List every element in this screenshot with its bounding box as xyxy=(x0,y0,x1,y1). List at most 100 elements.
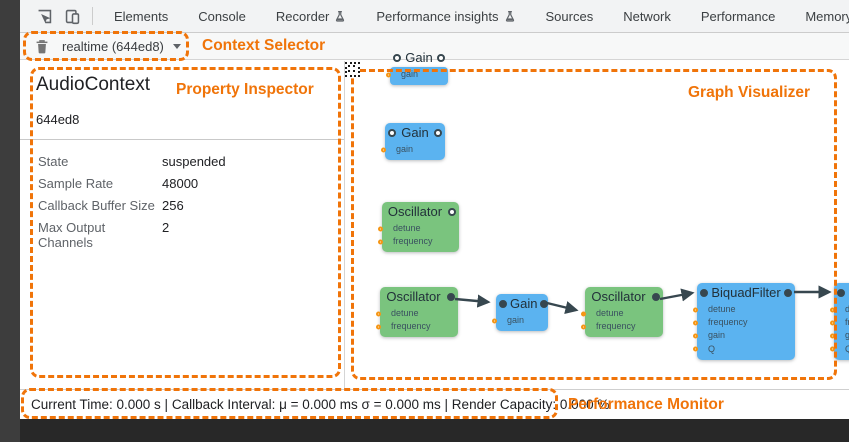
param-label: gain xyxy=(401,68,419,79)
node-title: Gain xyxy=(510,296,538,311)
devtools-window: Elements Console Recorder Performance in… xyxy=(20,0,849,419)
param-label: Q xyxy=(708,343,716,354)
audio-node-gain[interactable]: Gain gain xyxy=(381,123,445,161)
param-port xyxy=(492,318,497,324)
webaudio-content: AudioContext 644ed8 State suspended Samp… xyxy=(20,50,849,389)
param-port xyxy=(376,311,381,317)
webaudio-toolbar: realtime (644ed8) xyxy=(20,33,849,60)
property-row: Callback Buffer Size 256 xyxy=(20,194,344,216)
audiocontext-title: AudioContext xyxy=(36,74,151,95)
param-port xyxy=(830,333,835,339)
trash-icon[interactable] xyxy=(35,39,49,54)
inspector-divider xyxy=(20,139,344,140)
property-row: Max Output Channels 2 xyxy=(20,216,344,253)
input-port xyxy=(700,289,708,298)
tab-console[interactable]: Console xyxy=(198,9,246,24)
property-value: suspended xyxy=(162,153,226,169)
param-port xyxy=(581,311,586,317)
param-label: Q xyxy=(845,343,849,354)
tab-label: Memory xyxy=(805,8,849,24)
chevron-down-icon xyxy=(172,43,181,49)
param-port xyxy=(830,307,835,313)
param-label: frequency xyxy=(393,236,433,247)
output-port xyxy=(540,300,549,309)
audio-node-oscillator[interactable]: Oscillator detune frequency xyxy=(378,202,459,253)
audio-node-gain[interactable]: Gain gain xyxy=(386,48,448,86)
property-inspector-pane: AudioContext 644ed8 State suspended Samp… xyxy=(20,61,345,389)
graph-visualizer-pane[interactable]: Gain gain Gain gain xyxy=(345,50,849,389)
param-label: frequency xyxy=(596,321,636,332)
node-title: Oscillator xyxy=(387,204,443,219)
flask-icon xyxy=(505,10,514,22)
param-port xyxy=(693,346,698,352)
flask-icon xyxy=(336,10,345,22)
node-title: Oscillator xyxy=(591,289,646,304)
node-title: BiquadFilter xyxy=(711,285,781,300)
node-title: Oscillator xyxy=(386,289,441,304)
property-value: 48000 xyxy=(162,175,199,191)
property-row: Sample Rate 48000 xyxy=(20,172,344,194)
tab-network[interactable]: Network xyxy=(623,9,671,24)
tab-label: Recorder xyxy=(275,8,330,24)
tab-label: Console xyxy=(198,8,246,24)
node-title: Gain xyxy=(401,125,429,140)
param-port xyxy=(693,333,698,339)
toolbar-divider xyxy=(92,7,93,25)
param-label: detune xyxy=(391,307,419,318)
output-port xyxy=(784,289,792,298)
output-port xyxy=(447,293,455,302)
param-port xyxy=(386,72,391,78)
param-label: gain xyxy=(708,330,726,341)
tab-label: Performance insights xyxy=(376,8,499,24)
tab-recorder[interactable]: Recorder xyxy=(276,9,346,24)
param-label: gain xyxy=(845,330,849,341)
param-port xyxy=(693,320,698,326)
tab-label: Network xyxy=(623,8,671,24)
input-port xyxy=(388,129,396,138)
property-row: State suspended xyxy=(20,150,344,172)
param-port xyxy=(376,324,381,330)
param-port xyxy=(830,320,835,326)
audio-node-oscillator[interactable]: Oscillator detune frequency xyxy=(581,287,663,338)
property-label: Sample Rate xyxy=(38,175,114,191)
param-label: detune xyxy=(393,222,421,233)
param-port xyxy=(381,147,386,153)
output-port xyxy=(437,54,445,63)
browser-edge-strip xyxy=(0,0,20,442)
tab-label: Elements xyxy=(114,8,169,24)
tab-sources[interactable]: Sources xyxy=(546,9,594,24)
tab-elements[interactable]: Elements xyxy=(114,9,168,24)
context-selector-dropdown[interactable]: realtime (644ed8) xyxy=(62,39,181,54)
tab-label: Sources xyxy=(545,8,594,24)
property-label: State xyxy=(38,153,69,169)
tab-performance-insights[interactable]: Performance insights xyxy=(376,9,515,24)
param-port xyxy=(378,239,383,245)
param-port xyxy=(693,307,698,313)
property-list: State suspended Sample Rate 48000 Callba… xyxy=(20,150,344,253)
tab-label: Performance xyxy=(700,8,776,24)
device-toolbar-icon[interactable] xyxy=(63,7,81,25)
performance-monitor-bar: Current Time: 0.000 s | Callback Interva… xyxy=(20,389,849,419)
inspect-element-icon[interactable] xyxy=(35,7,53,25)
param-label: frequency xyxy=(708,317,748,328)
property-value: 256 xyxy=(162,197,184,213)
output-port xyxy=(434,129,442,138)
input-port xyxy=(393,54,401,63)
audio-node-biquadfilter[interactable]: BiquadFilter detune frequency gain Q xyxy=(693,283,795,360)
audiocontext-id: 644ed8 xyxy=(36,112,80,127)
param-port xyxy=(378,226,383,232)
param-port xyxy=(830,346,835,352)
input-port xyxy=(499,300,507,309)
tab-memory[interactable]: Memory xyxy=(805,9,849,24)
tab-performance[interactable]: Performance xyxy=(701,9,775,24)
param-label: frequency xyxy=(845,317,849,328)
property-label: Max Output Channels xyxy=(38,219,106,250)
param-label: gain xyxy=(396,143,414,154)
output-port xyxy=(448,208,456,217)
audio-node-biquadfilter[interactable]: BiquadFilter detune frequency gain Q xyxy=(830,283,849,360)
audio-node-oscillator[interactable]: Oscillator detune frequency xyxy=(376,287,458,338)
context-selector-value: realtime (644ed8) xyxy=(62,38,164,54)
node-title: Gain xyxy=(405,50,433,65)
audio-node-gain[interactable]: Gain gain xyxy=(492,294,549,332)
input-port xyxy=(837,289,845,298)
